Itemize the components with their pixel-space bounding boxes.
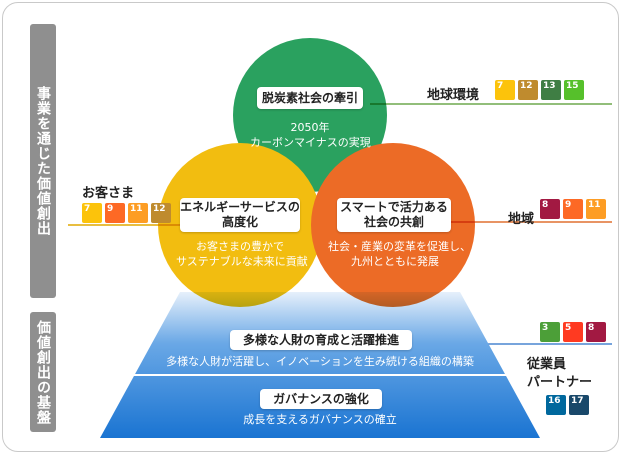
sdg-11-icon: 11 [586,199,606,219]
governance-title-box: ガバナンスの強化 [260,389,382,409]
value-foundation-text: 価値創出の基盤 [35,319,51,425]
society-sub-line2: 九州とともに発展 [351,254,439,268]
sdg-9-icon: 9 [105,203,125,223]
customers-label: お客さま [82,186,135,201]
employees-line1: 従業員 [527,357,567,372]
talent-title: 多様な人財の育成と活躍推進 [242,333,399,347]
value-creation-text: 事業を通じた価値創出 [35,86,51,236]
energy-subtitle: お客さまの豊かで サステナブルな未来に貢献 [176,240,308,270]
energy-sub-line2: サステナブルな未来に貢献 [176,254,308,268]
talent-title-box: 多様な人財の育成と活躍推進 [230,330,412,350]
sdg-8-icon: 8 [586,322,606,342]
society-title-line2: 社会の共創 [363,215,424,229]
talent-subtitle: 多様な人財が活躍し、イノベーションを生み続ける組織の構築 [166,355,474,368]
sdg-8-icon: 8 [540,199,560,219]
sdg-7-icon: 7 [82,203,102,223]
governance-title: ガバナンスの強化 [273,392,369,406]
sdg-15-icon: 15 [564,80,584,100]
carbon-title: 脱炭素社会の牽引 [261,91,358,105]
sdg-12-icon: 12 [518,80,538,100]
energy-title-line2: 高度化 [221,215,258,229]
carbon-title-box: 脱炭素社会の牽引 [257,87,363,109]
carbon-sub-line2: カーボンマイナスの実現 [250,135,371,149]
foundation-pyramid [100,292,540,438]
sdg-16-icon: 16 [546,395,566,415]
governance-subtitle: 成長を支えるガバナンスの確立 [243,413,397,426]
sdg-7-icon: 7 [495,80,515,100]
global-env-label: 地球環境 [427,88,480,103]
society-sub-line1: 社会・産業の変革を促進し、 [328,240,471,253]
employees-line2: パートナー [527,374,593,390]
value-creation-label: 事業を通じた価値創出 [30,24,56,298]
sdg-17-icon: 17 [569,395,589,415]
sdg-3-icon: 3 [540,322,560,342]
society-title-line1: スマートで活力ある [340,200,448,214]
sdg-11-icon: 11 [128,203,148,223]
carbon-sub-line1: 2050年 [290,121,330,134]
employees-label: 従業員 パートナー [527,356,592,391]
sdg-12-icon: 12 [151,203,171,223]
energy-sub-line1: お客さまの豊かで [196,240,284,253]
energy-title-line1: エネルギーサービスの [180,200,300,214]
value-foundation-label: 価値創出の基盤 [30,312,56,432]
sdg-5-icon: 5 [563,322,583,342]
region-label: 地域 [508,212,535,227]
energy-title-box: エネルギーサービスの 高度化 [180,198,300,232]
sdg-13-icon: 13 [541,80,561,100]
society-subtitle: 社会・産業の変革を促進し、 九州とともに発展 [328,240,471,270]
society-title-box: スマートで活力ある 社会の共創 [337,198,451,232]
carbon-subtitle: 2050年 カーボンマイナスの実現 [250,121,371,151]
sdg-9-icon: 9 [563,199,583,219]
